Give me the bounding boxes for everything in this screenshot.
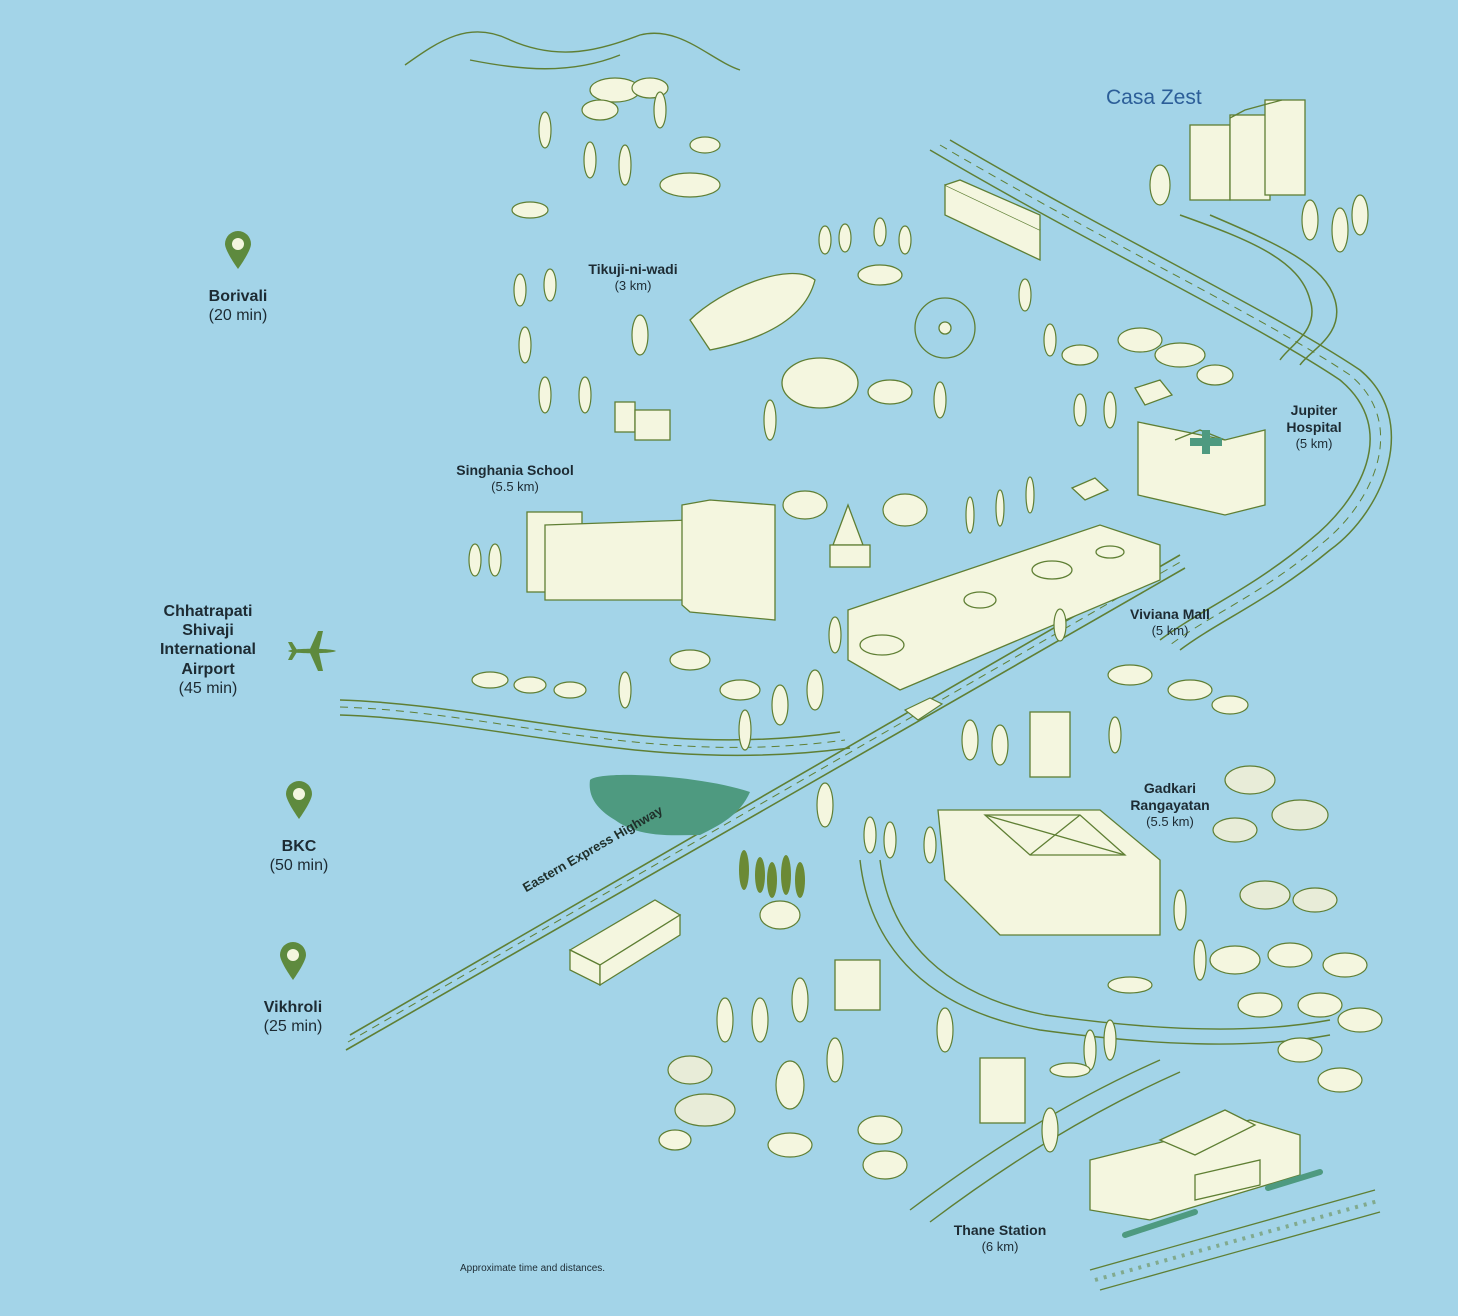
- landmark-distance: (5 km): [1295, 435, 1333, 451]
- landmark-label-jupiter-hospital: Jupiter Hospital (5 km): [1274, 402, 1354, 451]
- hills-illustration: [404, 31, 741, 71]
- footnote: Approximate time and distances.: [460, 1263, 606, 1274]
- gadkari-rangayatan-building: [937, 809, 1161, 936]
- place-name-line: Chhatrapati: [163, 603, 253, 620]
- landmark-name: Singhania School: [456, 462, 574, 478]
- landmark-distance: (5.5 km): [491, 478, 539, 494]
- landmark-name: Viviana Mall: [1130, 606, 1210, 622]
- car-illustration: [903, 697, 944, 721]
- place-name: Vikhroli: [263, 999, 323, 1016]
- landmark-name: Tikuji-ni-wadi: [588, 261, 678, 277]
- place-label-vikhroli: Vikhroli (25 min): [243, 998, 343, 1036]
- landmark-label-viviana-mall: Viviana Mall (5 km): [1120, 606, 1220, 638]
- curved-road-right: [929, 139, 1393, 651]
- map-pin-icon: [225, 231, 251, 269]
- landmark-name-line: Hospital: [1286, 418, 1342, 435]
- place-name-line: Airport: [181, 660, 235, 678]
- dark-trees: [739, 850, 805, 898]
- eastern-express-highway: [345, 554, 1186, 1051]
- thane-station-building: [1089, 1109, 1323, 1238]
- place-name-line: Shivaji: [182, 622, 234, 640]
- project-title: Casa Zest: [1106, 86, 1202, 109]
- landmark-distance: (3 km): [614, 277, 652, 293]
- landmark-distance: (6 km): [981, 1238, 1019, 1254]
- map-pin-icon: [286, 781, 312, 819]
- landmark-distance: (5.5 km): [1146, 813, 1194, 829]
- casa-zest-towers: [1189, 99, 1306, 201]
- place-time: (20 min): [208, 307, 268, 325]
- place-time: (25 min): [263, 1018, 323, 1036]
- place-label-bkc: BKC (50 min): [249, 837, 349, 875]
- place-label-airport: Chhatrapati Shivaji International Airpor…: [138, 602, 278, 698]
- map-pin-icon: [280, 942, 306, 980]
- western-road: [339, 699, 851, 757]
- place-label-borivali: Borivali (20 min): [188, 287, 288, 325]
- place-name-line: International: [159, 641, 256, 659]
- lake-illustration: [589, 774, 750, 836]
- place-name: BKC: [281, 838, 317, 855]
- landmark-distance: (5 km): [1151, 622, 1189, 638]
- landmark-name: Thane Station: [953, 1222, 1047, 1238]
- office-building: [944, 179, 1041, 262]
- landmark-name-line: Jupiter: [1290, 402, 1338, 418]
- trees: [468, 77, 1383, 1180]
- airplane-icon: [288, 631, 336, 671]
- viviana-mall-building: [847, 524, 1161, 691]
- small-buildings: [568, 379, 1174, 1124]
- temple-illustration: [829, 503, 871, 568]
- landmark-label-thane-station: Thane Station (6 km): [940, 1222, 1060, 1254]
- place-time: (45 min): [178, 679, 238, 697]
- landmark-label-gadkari-rangayatan: Gadkari Rangayatan (5.5 km): [1120, 780, 1220, 829]
- railway-track: [1089, 1189, 1381, 1291]
- singhania-school-building: [526, 499, 776, 621]
- landmark-label-singhania-school: Singhania School (5.5 km): [440, 462, 590, 494]
- tikuji-ni-wadi-park: [614, 264, 976, 441]
- jupiter-hospital-building: [1137, 421, 1266, 516]
- landmark-name-line: Rangayatan: [1130, 796, 1210, 813]
- place-name: Borivali: [208, 288, 268, 305]
- place-time: (50 min): [269, 857, 329, 875]
- landmark-label-tikuji-ni-wadi: Tikuji-ni-wadi (3 km): [573, 261, 693, 293]
- landmark-name-line: Gadkari: [1143, 780, 1197, 796]
